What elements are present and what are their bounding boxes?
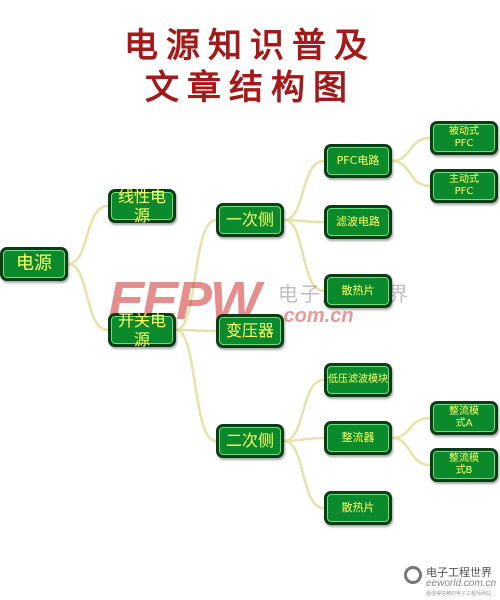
eeworld-logo-slogan: 最值得信赖的电子工程师网站 <box>426 591 492 597</box>
link-pfc-active <box>390 159 432 188</box>
node-passive-pfc: 被动式 PFC <box>430 121 498 155</box>
link-rectifier-b <box>390 436 432 467</box>
link-primary-pfc <box>282 159 326 222</box>
node-filter-circuit: 滤波电路 <box>324 205 392 239</box>
node-low-voltage-filter-module: 低压滤波模块 <box>324 363 392 397</box>
link-switching-transformer <box>174 328 218 333</box>
node-heatsink-primary: 散热片 <box>324 274 392 308</box>
node-active-pfc: 主动式 PFC <box>430 169 498 203</box>
node-switching-power-supply: 开关电源 <box>108 311 176 349</box>
link-secondary-heatsink2 <box>282 439 326 510</box>
diagram-title-line-2: 文章结构图 <box>145 68 355 108</box>
node-rectifier: 整流器 <box>324 421 392 455</box>
node-transformer: 变压器 <box>216 314 284 348</box>
node-pfc-circuit: PFC电路 <box>324 144 392 178</box>
link-primary-heatsink1 <box>282 218 326 293</box>
link-switching-primary <box>174 218 218 332</box>
node-power-supply: 电源 <box>0 247 68 281</box>
link-root-linear <box>66 204 110 266</box>
node-rectifier-mode-a: 整流模 式A <box>430 401 498 435</box>
link-root-switching <box>66 262 110 332</box>
link-pfc-passive <box>390 136 432 163</box>
node-primary-side: 一次侧 <box>216 203 284 237</box>
eeworld-logo-domain: eeworld.com.cn <box>426 578 497 589</box>
link-rectifier-a <box>390 416 432 440</box>
node-rectifier-mode-b: 整流模 式B <box>430 448 498 482</box>
node-secondary-side: 二次侧 <box>216 424 284 458</box>
diagram-title-line-1: 电源知识普及 <box>124 26 376 66</box>
eeworld-logo-icon <box>404 566 422 584</box>
node-heatsink-secondary: 散热片 <box>324 491 392 525</box>
link-switching-secondary <box>174 328 218 443</box>
eeworld-logo-name: 电子工程世界 <box>426 566 492 579</box>
link-secondary-lowvoltage <box>282 378 326 443</box>
watermark-domain: .com.cn <box>278 305 354 327</box>
node-linear-power-supply: 线性电源 <box>108 187 176 225</box>
